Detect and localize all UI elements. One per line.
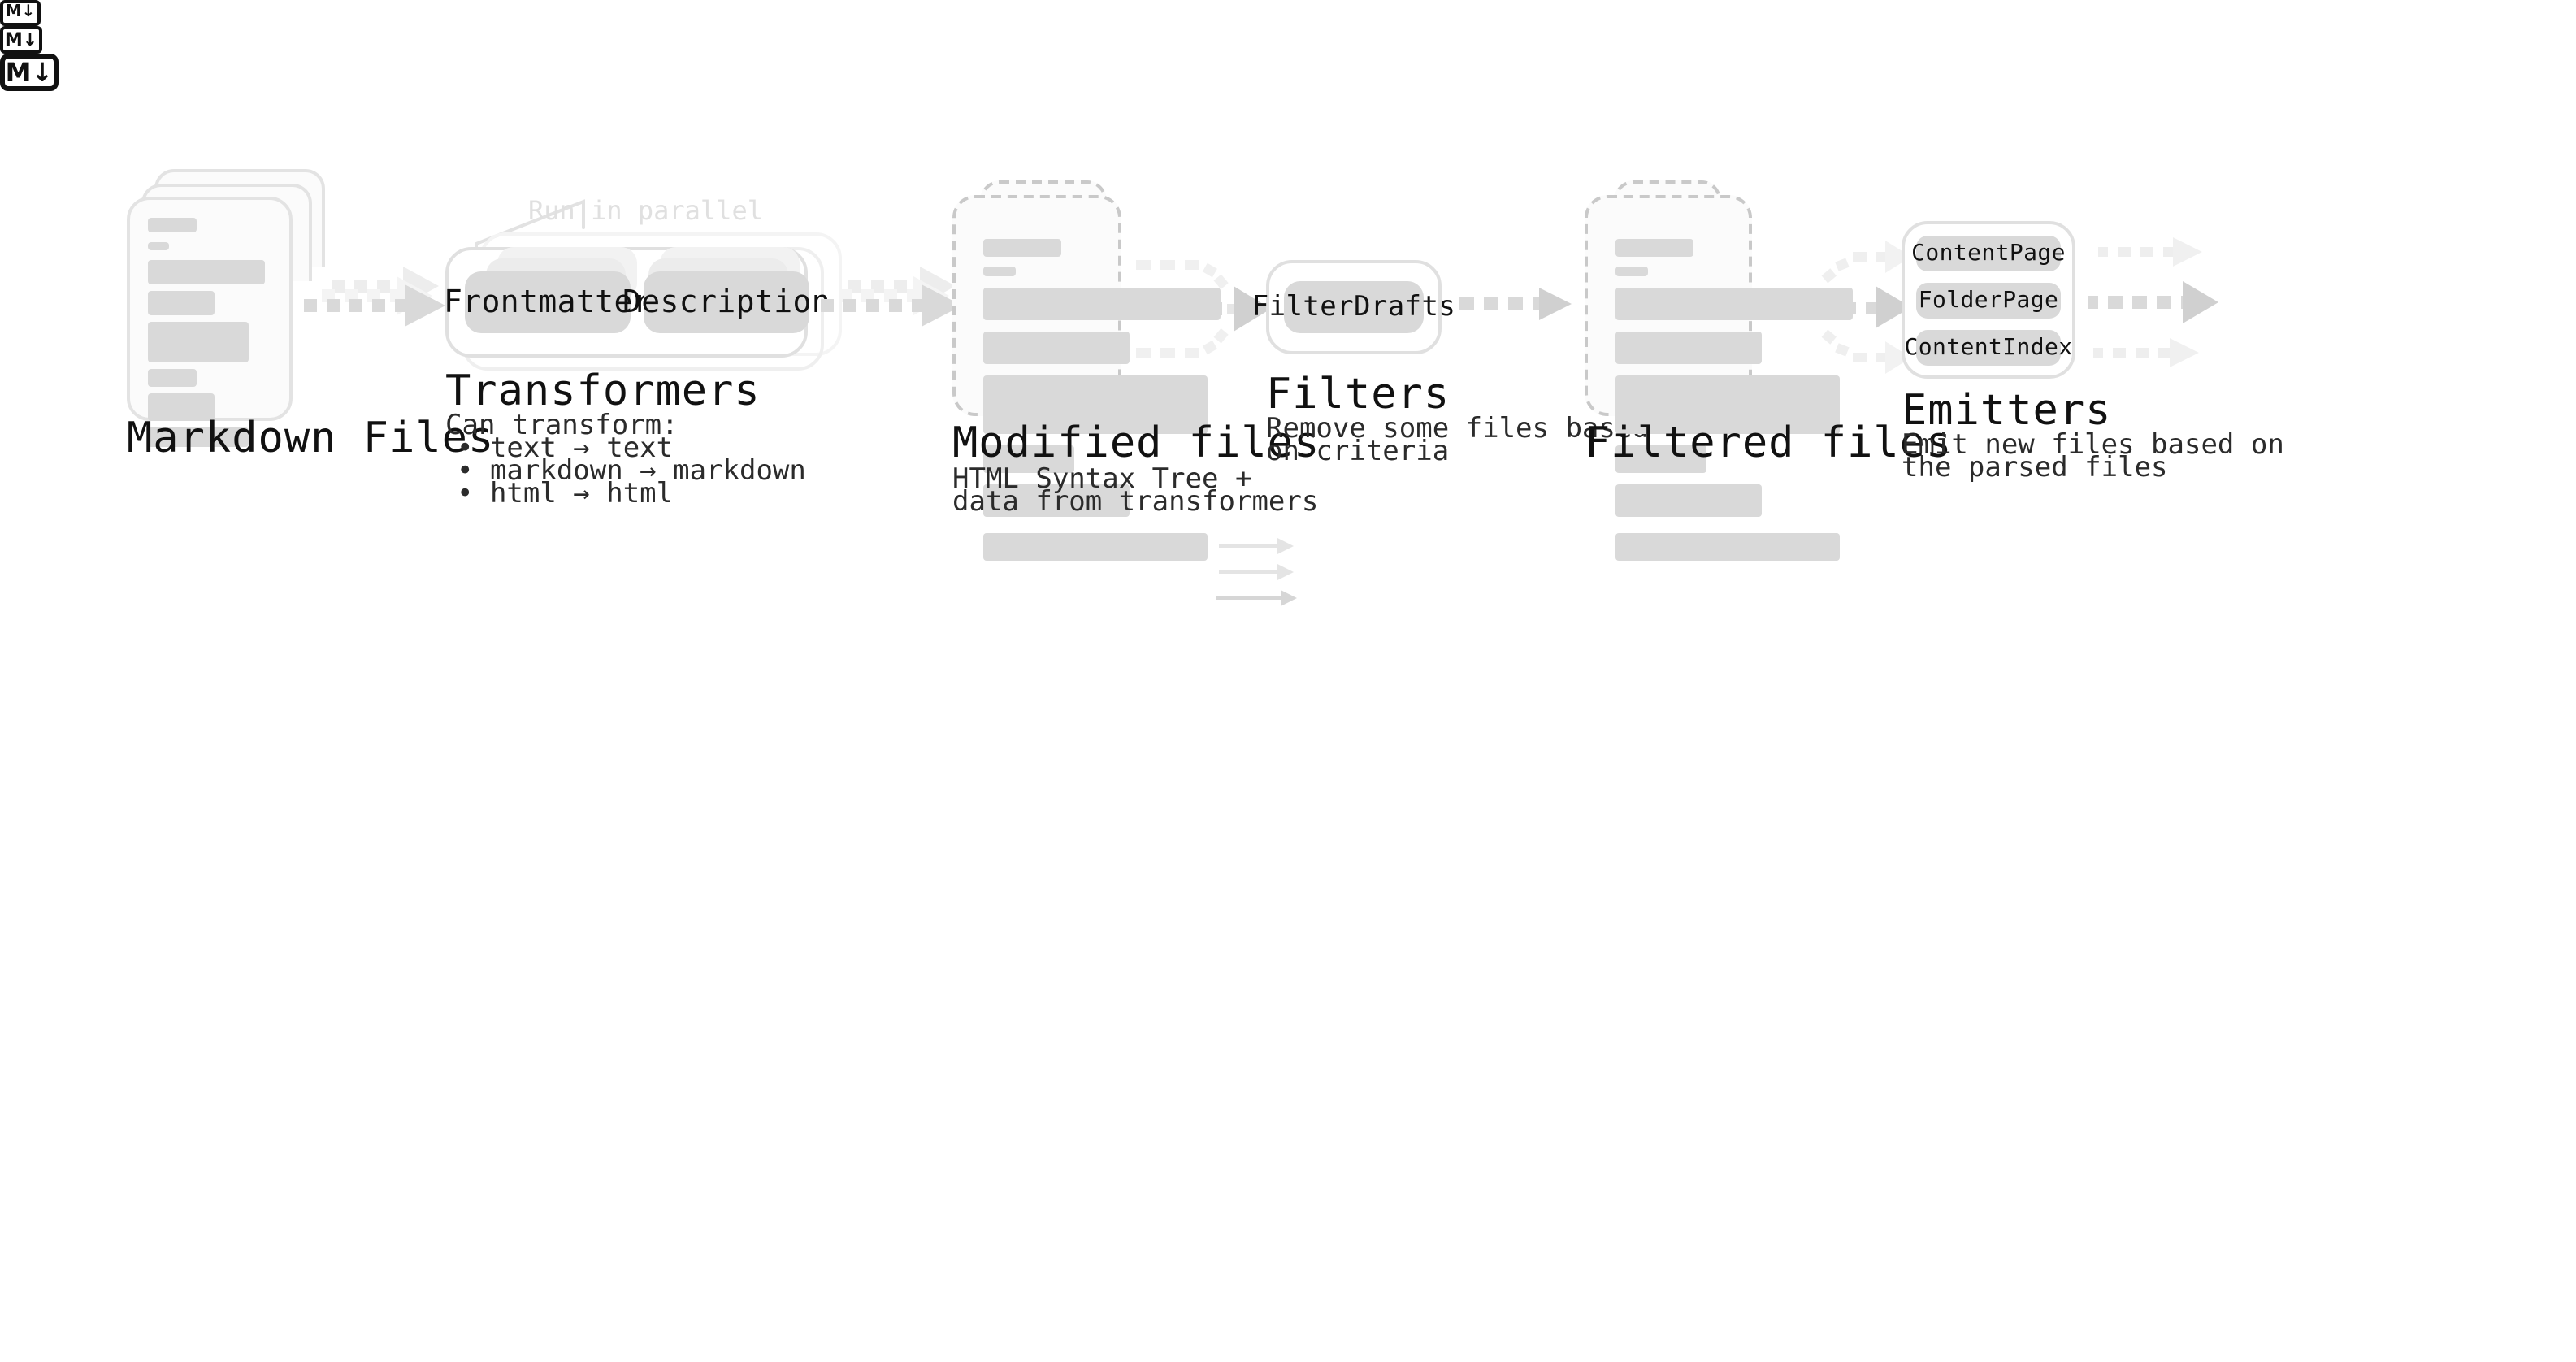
modified-desc-l1: HTML Syntax Tree + [952,463,1252,496]
modified-desc-l2: data from transformers [952,486,1319,518]
transformer-inner-arrows [1216,523,1300,618]
markdown-file-card-front [127,197,293,447]
doc-line [1615,445,1706,473]
doc-line [983,332,1130,364]
run-in-parallel-label: Run in parallel [528,195,763,226]
connector-filtered-to-emitters [1775,228,1911,390]
markdown-badge-back2: M↓ [0,0,41,26]
transformer-chip-frontmatter[interactable]: Frontmatter [444,271,652,333]
connector-markdown-to-transformers [302,260,449,358]
transformer-chip-description[interactable]: Description [622,271,830,333]
connector-emitters-to-site [2088,231,2218,377]
emitter-chip-folderpage[interactable]: FolderPage [1916,283,2061,319]
markdown-badge-front: M↓ [0,54,59,91]
doc-line [983,445,1074,473]
transformers-desc-head: Can transform: [445,410,679,442]
connector-filters-to-filtered [1458,284,1572,333]
markdown-badge-back1: M↓ [0,26,42,54]
emitter-chip-contentindex[interactable]: ContentIndex [1904,330,2072,366]
doc-line [1615,484,1762,517]
markdown-badge-text: M↓ [5,3,36,21]
doc-line [983,375,1208,434]
filter-chip-filterdrafts[interactable]: FilterDrafts [1252,281,1455,333]
doc-line [148,291,215,315]
emitter-chip-contentpage[interactable]: ContentPage [1911,236,2066,271]
doc-line [1615,239,1693,257]
markdown-badge-text: M↓ [4,29,38,50]
doc-line [148,427,249,447]
transformers-bullet-2: • markdown → markdown [457,455,806,488]
doc-line [983,288,1221,320]
stage-title-emitters: Emitters [1902,387,2112,436]
doc-line [983,267,1016,276]
modified-file-card-front [952,195,1221,561]
emitters-desc-l2: the parsed files [1902,452,2168,484]
doc-line [1615,332,1762,364]
connector-modified-to-filters [1133,247,1273,371]
stage-title-transformers: Transformers [445,367,761,416]
doc-line [983,533,1208,561]
markdown-badge-text: M↓ [5,56,54,87]
doc-line [1615,288,1853,320]
doc-line [148,218,197,232]
pipeline-diagram: M↓ M↓ M↓ Markdown Files [0,0,2284,606]
doc-line [148,393,215,421]
doc-line [1615,267,1648,276]
connector-transformers-to-modified [819,260,965,358]
doc-line [1615,533,1840,561]
stage-title-modified-files: Modified files [952,419,1321,468]
filtered-file-card-front [1585,195,1853,561]
doc-line [148,369,197,387]
doc-line [983,239,1061,257]
filters-desc-l2: on criteria [1266,436,1450,468]
emitters-desc-l1: Emit new files based on [1902,429,2284,462]
doc-line [1615,375,1840,434]
stage-title-filters: Filters [1266,371,1451,419]
stage-transformers: Run in parallel Frontmatter [0,0,1297,1362]
stage-title-filtered-files: Filtered files [1585,419,1953,468]
stage-markdown-files: M↓ M↓ M↓ Markdown Files [0,0,618,1362]
doc-line [148,242,169,250]
stage-modified-files: Modified files HTML Syntax Tree + data f… [952,180,1321,561]
transformers-bullet-3: • html → html [457,478,674,510]
stage-title-markdown-files: Markdown Files [127,414,495,463]
doc-line [148,322,249,362]
transformers-bullet-1: • text → text [457,432,674,465]
doc-line [983,484,1130,517]
doc-line [148,260,265,284]
